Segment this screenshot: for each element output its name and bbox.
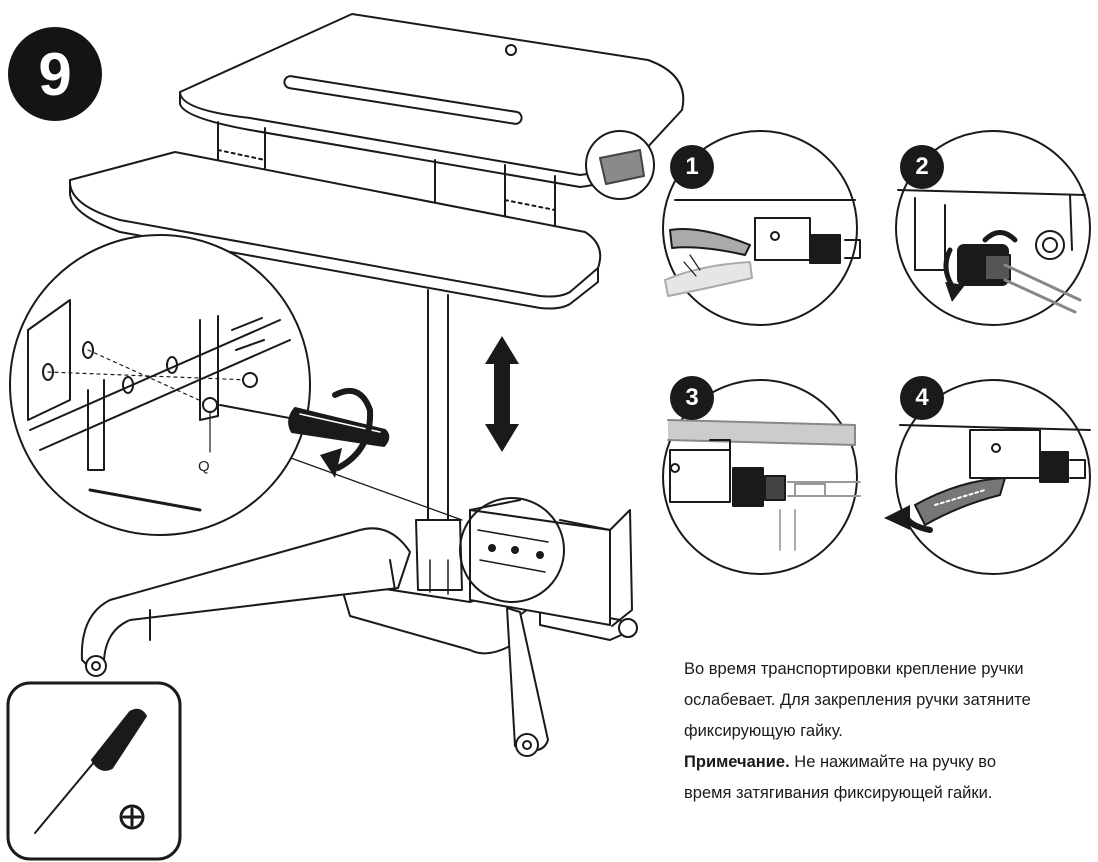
note-line: время затягивания фиксирующей гайки. <box>684 784 993 802</box>
note-label: Примечание. <box>684 753 790 771</box>
substep-number: 2 <box>915 153 929 180</box>
bracket-detail-circle <box>9 234 311 536</box>
note-line: Примечание. Не нажимайте на ручку во <box>684 747 1089 778</box>
substep-4-circle <box>884 379 1091 575</box>
height-adjust-arrow <box>485 336 519 452</box>
substep-3-circle <box>662 379 861 575</box>
rotate-arrow-icon <box>320 388 374 478</box>
note-text: Не нажимайте на ручку во <box>789 753 997 771</box>
note-line: ослабевает. Для закрепления ручки затяни… <box>684 691 1031 709</box>
note-line: Во время транспортировки крепление ручки <box>684 660 1024 678</box>
bracket-zoom-circle <box>459 497 565 603</box>
keyboard-tray <box>68 151 602 310</box>
substep-number: 4 <box>915 384 929 411</box>
step-number-badge: 9 <box>8 27 102 121</box>
substep-badge-4: 4 <box>900 376 944 420</box>
substep-badge-1: 1 <box>670 145 714 189</box>
column <box>415 289 463 595</box>
base <box>80 527 638 757</box>
substep-number: 1 <box>685 153 699 180</box>
cpu-holder <box>469 499 633 627</box>
substep-1-circle <box>662 130 861 326</box>
instruction-text: Во время транспортировки крепление ручки… <box>684 654 1089 809</box>
note-line: фиксирующую гайку. <box>684 722 843 740</box>
substep-number: 3 <box>685 384 699 411</box>
step-number: 9 <box>38 40 72 108</box>
substep-badge-2: 2 <box>900 145 944 189</box>
callout-q-label: Q <box>198 458 210 475</box>
substep-2-circle <box>895 130 1091 326</box>
tool-box <box>6 681 182 861</box>
substep-badge-3: 3 <box>670 376 714 420</box>
